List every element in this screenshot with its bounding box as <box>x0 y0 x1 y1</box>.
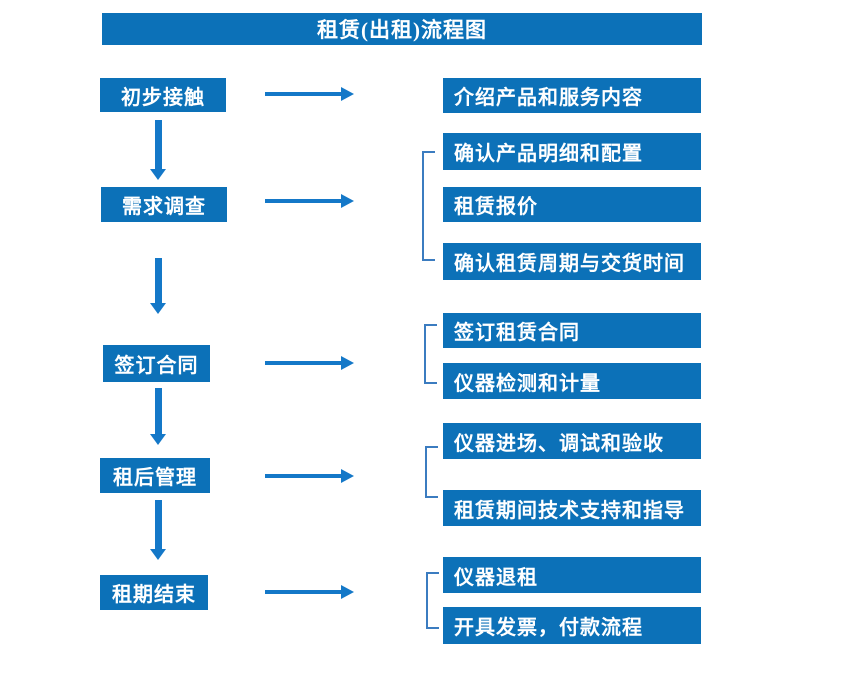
output-confirm-rental-period-delivery: 确认租赁周期与交货时间 <box>443 243 701 280</box>
arrow-shaft <box>265 361 341 365</box>
arrow-head <box>150 303 166 314</box>
arrow-right-icon <box>265 356 354 370</box>
bracket-connector <box>422 151 435 261</box>
output-instrument-return: 仪器退租 <box>443 557 701 593</box>
arrow-right-icon <box>265 585 354 599</box>
arrow-down-icon <box>150 258 167 314</box>
arrow-head <box>341 87 354 101</box>
arrow-head <box>150 549 166 560</box>
arrow-shaft <box>155 258 162 303</box>
arrow-shaft <box>155 388 162 434</box>
output-rental-quotation: 租赁报价 <box>443 187 701 222</box>
arrow-shaft <box>155 500 162 549</box>
arrow-head <box>150 169 166 180</box>
output-instrument-testing-metering: 仪器检测和计量 <box>443 363 701 399</box>
output-invoice-payment-process: 开具发票，付款流程 <box>443 607 701 644</box>
bracket-connector <box>426 572 439 629</box>
arrow-right-icon <box>265 469 354 483</box>
arrow-head <box>341 469 354 483</box>
step-lease-end: 租期结束 <box>100 575 208 610</box>
output-instrument-setup-acceptance: 仪器进场、调试和验收 <box>443 423 701 459</box>
arrow-shaft <box>265 92 341 96</box>
step-post-rental-management: 租后管理 <box>100 458 210 493</box>
arrow-shaft <box>265 199 341 203</box>
arrow-right-icon <box>265 87 354 101</box>
flowchart-title: 租赁(出租)流程图 <box>102 13 702 45</box>
arrow-head <box>341 194 354 208</box>
arrow-shaft <box>265 590 341 594</box>
arrow-shaft <box>265 474 341 478</box>
arrow-right-icon <box>265 194 354 208</box>
bracket-connector <box>424 324 437 384</box>
bracket-connector <box>425 446 438 498</box>
arrow-head <box>341 585 354 599</box>
arrow-down-icon <box>150 120 167 180</box>
step-initial-contact: 初步接触 <box>100 78 226 112</box>
arrow-head <box>341 356 354 370</box>
output-sign-rental-contract: 签订租赁合同 <box>443 313 701 348</box>
arrow-shaft <box>155 120 162 169</box>
arrow-down-icon <box>150 500 167 560</box>
output-introduce-products-services: 介绍产品和服务内容 <box>443 78 701 113</box>
step-demand-survey: 需求调查 <box>101 187 227 222</box>
arrow-down-icon <box>150 388 167 445</box>
output-confirm-product-details: 确认产品明细和配置 <box>443 133 701 170</box>
arrow-head <box>150 434 166 445</box>
output-rental-period-tech-support: 租赁期间技术支持和指导 <box>443 490 701 526</box>
step-sign-contract: 签订合同 <box>103 345 210 382</box>
